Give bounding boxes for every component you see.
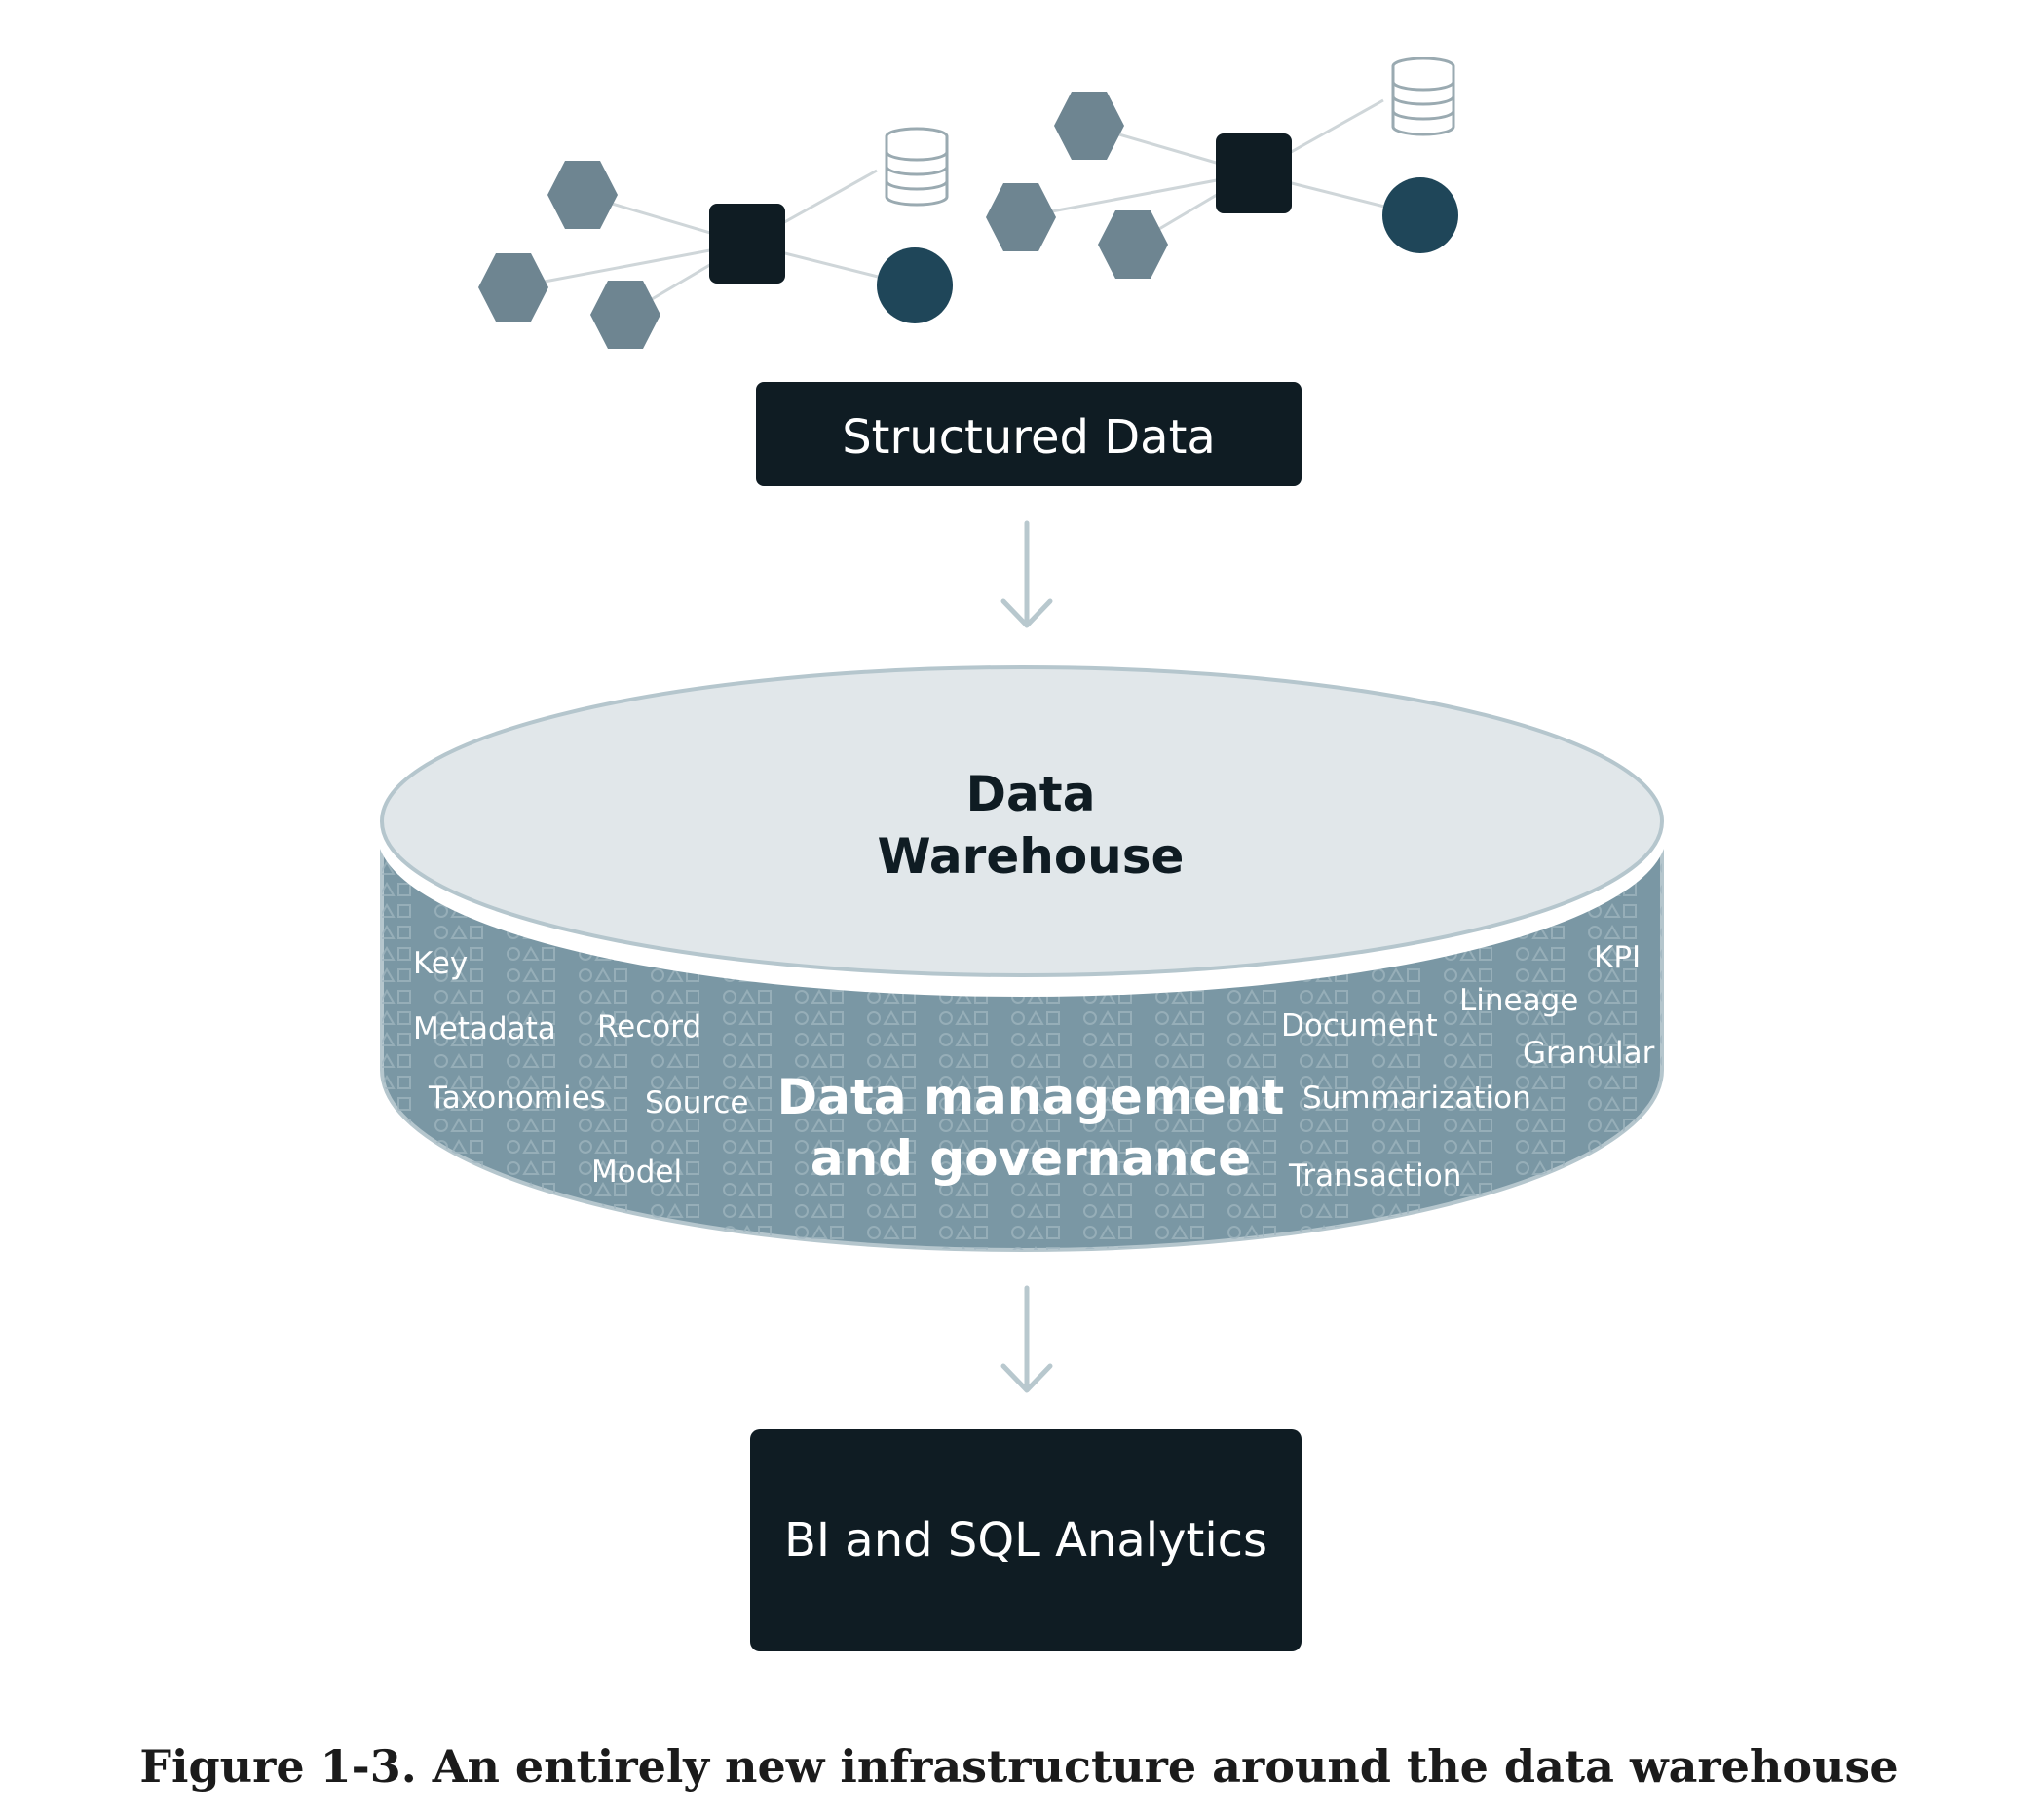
term-taxonomies: Taxonomies	[428, 1081, 606, 1116]
term-lineage: Lineage	[1459, 983, 1578, 1018]
term-document: Document	[1281, 1008, 1438, 1043]
hexagon-node-icon	[590, 281, 660, 349]
analytics-label: BI and SQL Analytics	[784, 1513, 1267, 1568]
structured-data-label: Structured Data	[842, 410, 1216, 465]
circle-node-icon	[1382, 177, 1458, 253]
governance-line1: Data management	[777, 1069, 1285, 1125]
structured-data-box: Structured Data	[756, 382, 1302, 486]
data-warehouse-cylinder: Data Warehouse Data management and gover…	[377, 665, 1667, 1252]
hexagon-node-icon	[986, 183, 1056, 251]
term-transaction: Transaction	[1288, 1158, 1461, 1194]
hexagon-node-icon	[1054, 92, 1124, 160]
governance-line2: and governance	[811, 1130, 1251, 1187]
arrow-down-icon	[1000, 1285, 1053, 1393]
hub-square-icon	[709, 204, 785, 284]
term-kpi: KPI	[1594, 940, 1641, 975]
hexagon-node-icon	[478, 253, 548, 322]
warehouse-title-line1: Data	[966, 766, 1096, 822]
term-metadata: Metadata	[413, 1011, 556, 1046]
database-icon	[885, 127, 949, 207]
hub-square-icon	[1216, 133, 1292, 213]
term-granular: Granular	[1523, 1036, 1655, 1071]
cylinder-top-face	[380, 665, 1664, 977]
term-source: Source	[645, 1085, 748, 1120]
figure-caption: Figure 1-3. An entirely new infrastructu…	[139, 1740, 1899, 1793]
structured-data-network	[478, 57, 1458, 349]
term-record: Record	[597, 1009, 701, 1044]
hexagon-node-icon	[547, 161, 618, 229]
hexagon-node-icon	[1098, 210, 1168, 279]
term-summarization: Summarization	[1302, 1081, 1531, 1116]
analytics-box: BI and SQL Analytics	[750, 1429, 1302, 1651]
circle-node-icon	[877, 247, 953, 323]
term-model: Model	[591, 1155, 682, 1190]
term-key: Key	[413, 946, 468, 981]
database-icon	[1391, 57, 1455, 136]
arrow-down-icon	[1000, 520, 1053, 628]
warehouse-title-line2: Warehouse	[878, 828, 1185, 885]
